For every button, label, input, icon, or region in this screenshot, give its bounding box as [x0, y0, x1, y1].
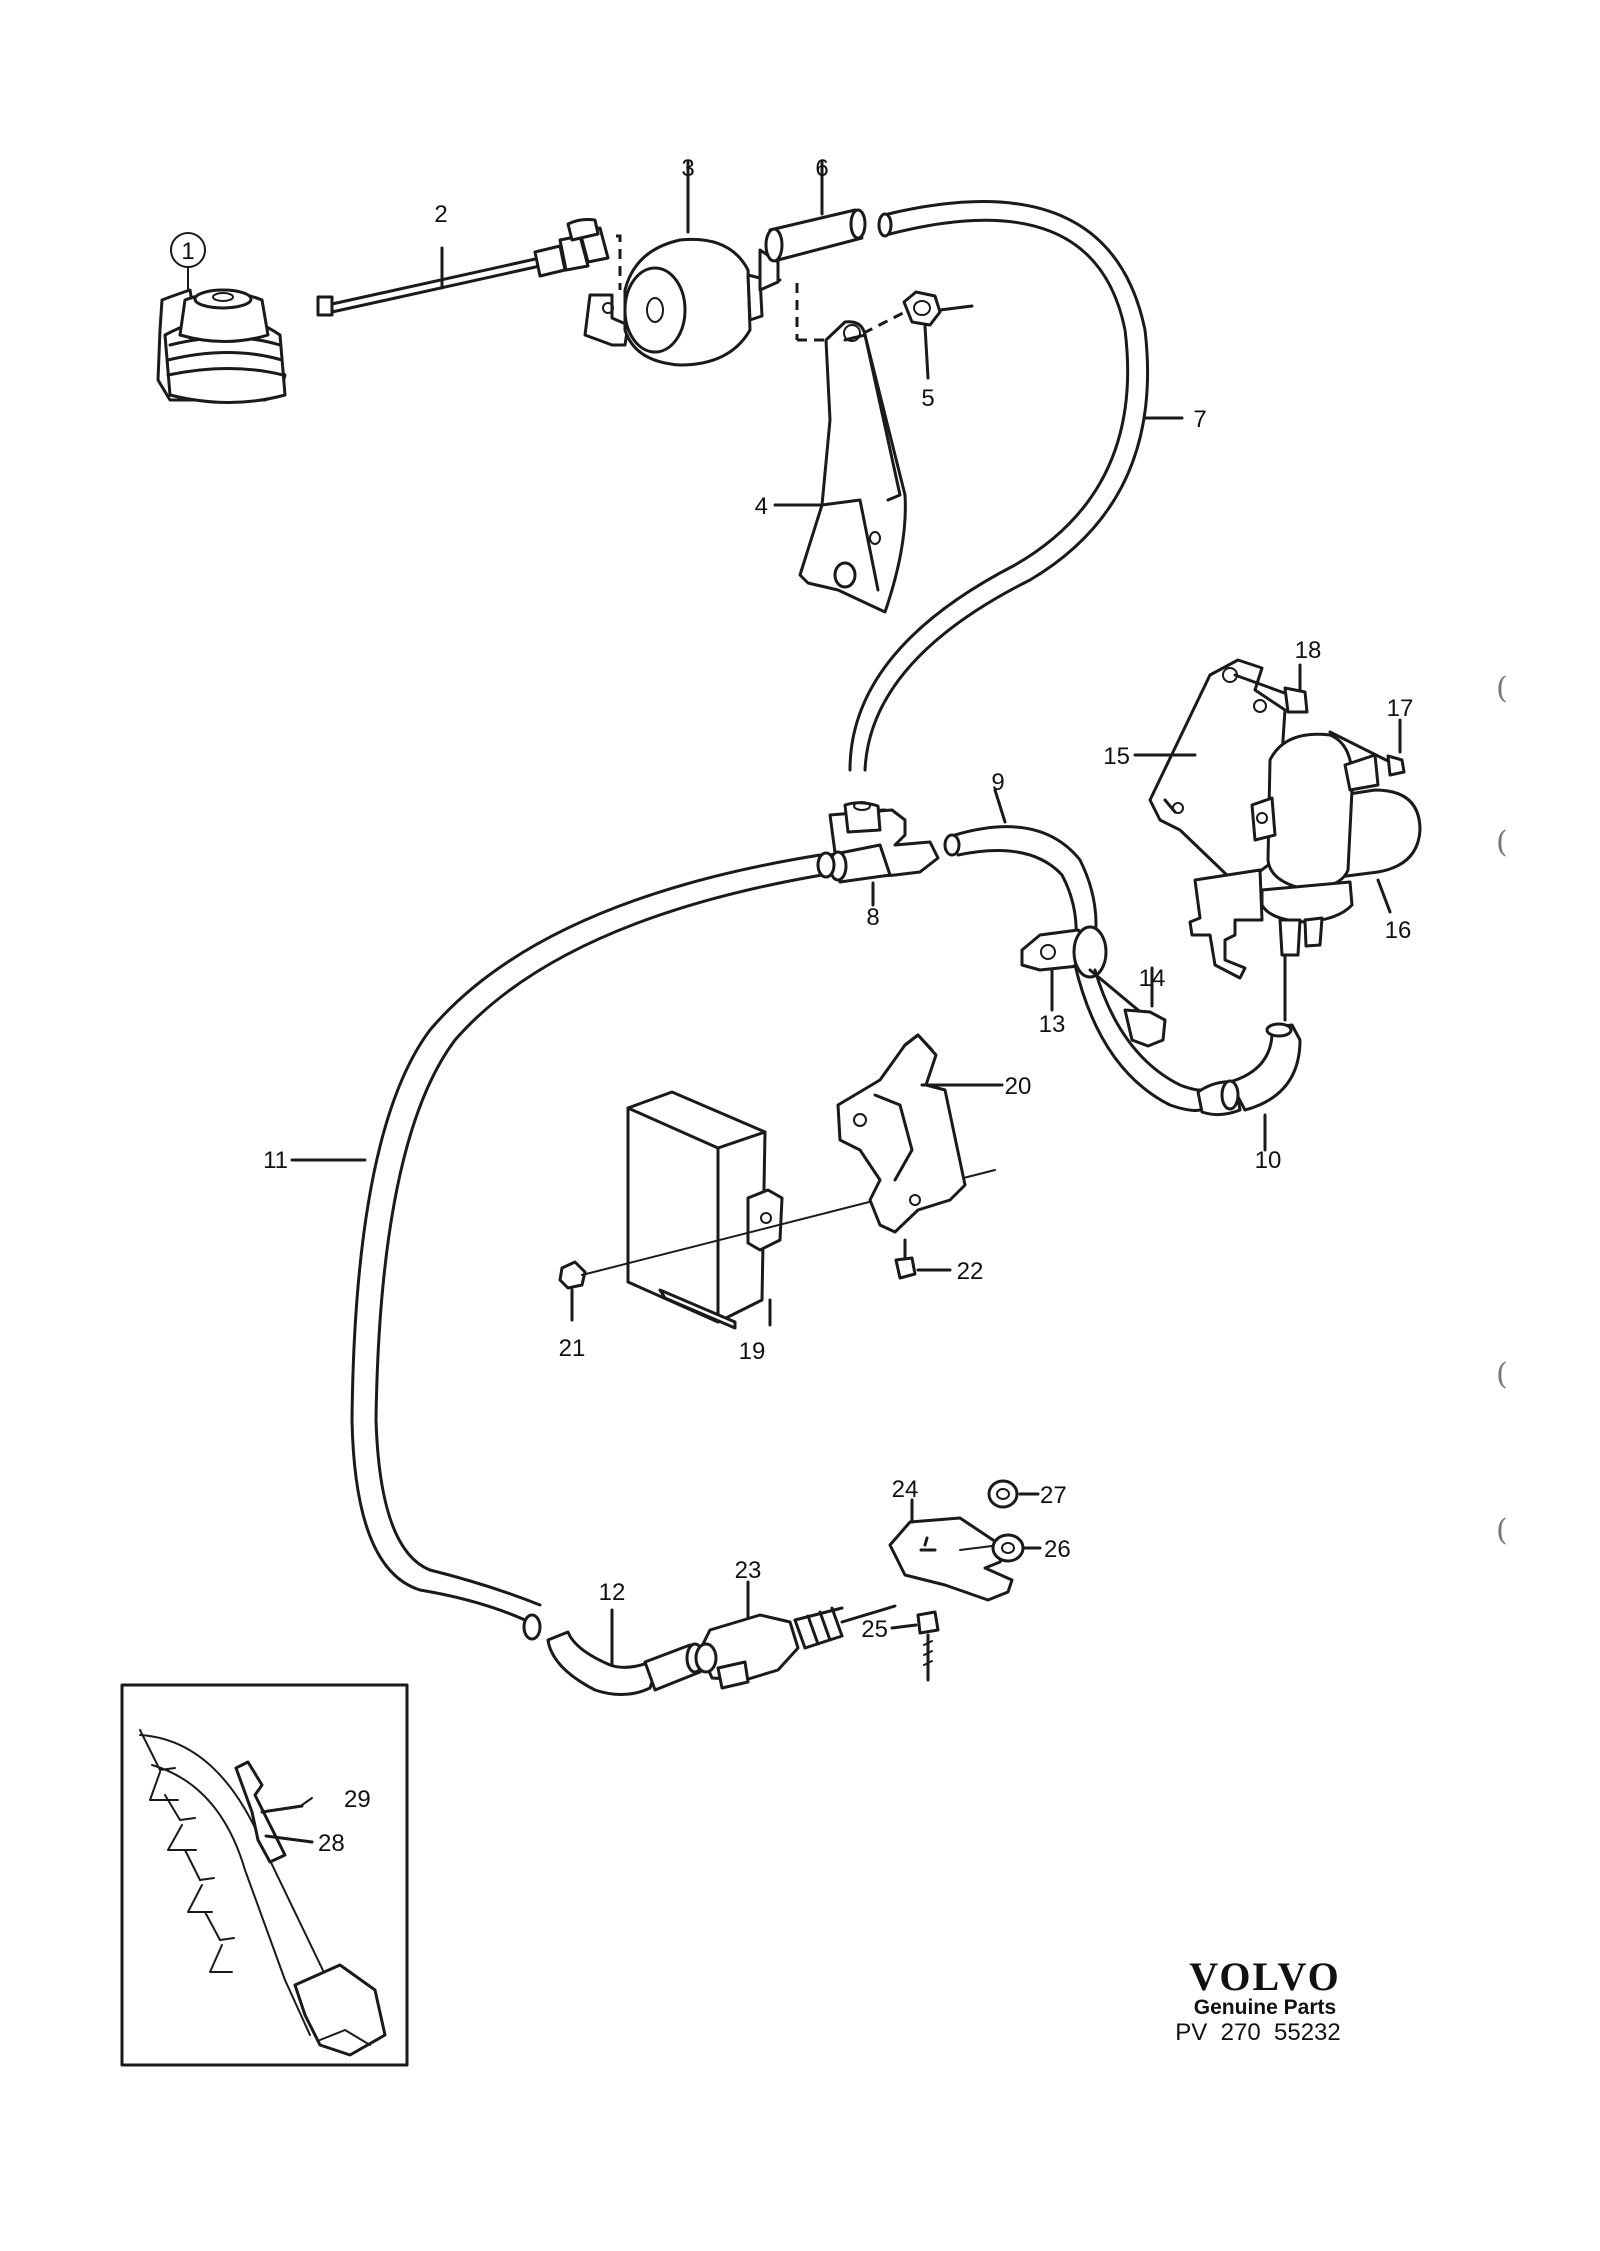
- part-1-actuator: [156, 288, 287, 404]
- part-26-nut: [991, 1533, 1042, 1563]
- part-25-screw: [890, 1610, 940, 1682]
- part-12-elbow: [546, 1608, 705, 1696]
- callout-4: 4: [755, 493, 768, 520]
- part-number-code: PV 270 55232: [1175, 2019, 1340, 2046]
- callout-24: 24: [892, 1476, 919, 1503]
- callout-27: 27: [1040, 1482, 1067, 1509]
- callout-26: 26: [1044, 1536, 1071, 1563]
- callout-17: 17: [1387, 695, 1414, 722]
- callout-19: 19: [739, 1338, 766, 1365]
- callout-8: 8: [866, 904, 879, 931]
- part-16-solenoid: [1250, 732, 1422, 957]
- callout-14: 14: [1139, 965, 1166, 992]
- part-4-bracket: [773, 320, 907, 614]
- margin-mark-2: (: [1496, 825, 1508, 860]
- callout-7: 7: [1193, 406, 1206, 433]
- part-22-screw: [894, 1238, 952, 1280]
- part-2-cable: [316, 218, 610, 317]
- inset-detail: [120, 1683, 409, 2067]
- callout-5: 5: [921, 385, 934, 412]
- callout-13: 13: [1039, 1011, 1066, 1038]
- brand-block: VOLVO Genuine Parts PV 270 55232: [1175, 1954, 1340, 2046]
- brand-tagline: Genuine Parts: [1194, 1996, 1336, 2019]
- margin-marks: ( ( ( (: [1496, 671, 1508, 1548]
- callout-3: 3: [681, 155, 694, 182]
- callout-9: 9: [991, 769, 1004, 796]
- callout-18: 18: [1295, 637, 1322, 664]
- callout-22: 22: [957, 1258, 984, 1285]
- callout-23: 23: [735, 1557, 762, 1584]
- part-11-hose: [290, 851, 836, 1641]
- callout-11: 11: [263, 1147, 288, 1174]
- part-8-tee: [828, 801, 940, 907]
- part-7-hose: [848, 200, 1184, 772]
- callout-20: 20: [1005, 1073, 1032, 1100]
- part-13-clip: [1020, 925, 1108, 1012]
- part-27-washer: [987, 1479, 1040, 1509]
- callout-labels: 1 2 3 4 5 6 7 8 9 10 11 12 13 14 15 16 1…: [170, 155, 1414, 1857]
- margin-mark-3: (: [1496, 1357, 1508, 1392]
- part-20-bracket: [836, 1033, 1004, 1234]
- callout-10: 10: [1255, 1147, 1282, 1174]
- part-10-hose: [1073, 948, 1302, 1152]
- part-6-connector: [764, 160, 867, 263]
- callout-1: 1: [181, 238, 194, 265]
- part-18-bolt: [1233, 663, 1309, 714]
- callout-25: 25: [861, 1616, 888, 1643]
- part-14-bolt: [1088, 966, 1167, 1048]
- callout-2: 2: [434, 201, 447, 228]
- callout-15: 15: [1103, 743, 1130, 770]
- callout-12: 12: [599, 1579, 626, 1606]
- part-3-vacuum-servo: [583, 160, 782, 367]
- callout-16: 16: [1385, 917, 1412, 944]
- part-9-hose: [943, 788, 1098, 942]
- brand-logo: VOLVO: [1189, 1954, 1340, 1999]
- margin-mark-4: (: [1496, 1513, 1508, 1548]
- part-23-switch: [694, 1580, 897, 1690]
- callout-29: 29: [344, 1786, 371, 1813]
- part-17-screw: [1328, 718, 1406, 777]
- part-5-nut: [902, 290, 974, 380]
- part-19-control-unit: [626, 1090, 784, 1330]
- callout-6: 6: [815, 155, 828, 182]
- part-15-bracket: [1133, 658, 1287, 980]
- callout-21: 21: [559, 1335, 586, 1362]
- callout-28: 28: [318, 1830, 345, 1857]
- margin-mark-1: (: [1496, 671, 1508, 706]
